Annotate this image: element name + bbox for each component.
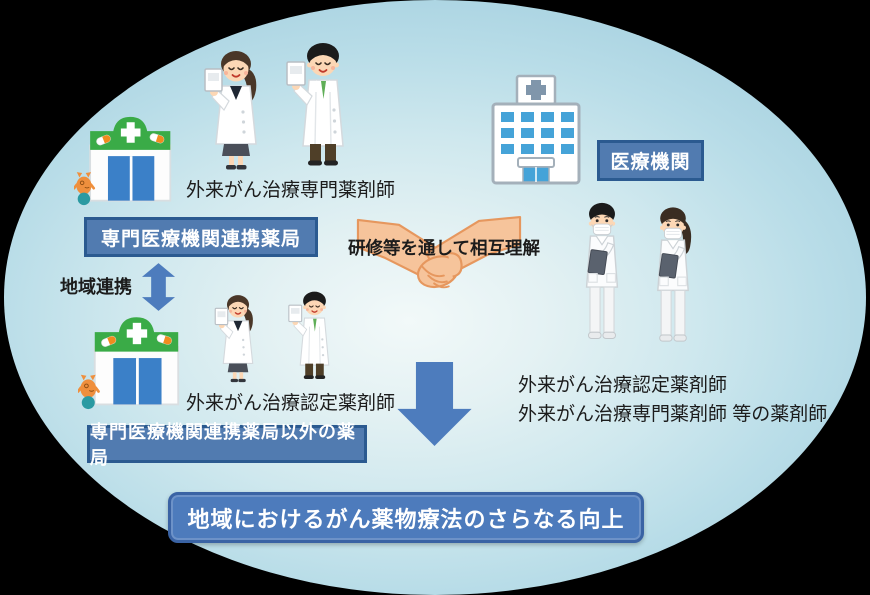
other-pharmacy-building-icon bbox=[78, 308, 182, 410]
handshake-caption: 研修等を通して相互理解 bbox=[348, 238, 540, 258]
regional-link-label: 地域連携 bbox=[60, 277, 132, 297]
hospital-icon bbox=[490, 74, 582, 186]
pharmacist-female-small-icon bbox=[213, 290, 263, 384]
nurse-female-icon bbox=[647, 205, 699, 353]
other-pharmacy-box: 専門医療機関連携薬局以外の薬局 bbox=[87, 422, 367, 468]
bottom-pharmacist-label: 外来がん治療認定薬剤師 bbox=[186, 393, 396, 414]
top-pharmacist-label: 外来がん治療専門薬剤師 bbox=[186, 180, 396, 201]
staff-text-line2: 外来がん治療専門薬剤師 等の薬剤師 bbox=[518, 404, 828, 425]
specialized-pharmacy-box: 専門医療機関連携薬局 bbox=[84, 217, 318, 257]
double-arrow-icon bbox=[142, 262, 175, 312]
medical-institution-box: 医療機関 bbox=[597, 140, 704, 181]
pharmacist-female-icon bbox=[202, 44, 270, 172]
down-arrow-icon bbox=[397, 362, 472, 446]
pharmacy-building-icon bbox=[74, 108, 174, 206]
staff-text-line1: 外来がん治療認定薬剤師 bbox=[518, 375, 728, 396]
goal-banner: 地域におけるがん薬物療法のさらなる向上 bbox=[168, 492, 644, 543]
pharmacist-male-icon bbox=[283, 38, 363, 171]
nurse-male-icon bbox=[577, 199, 627, 352]
pharmacist-male-small-icon bbox=[286, 288, 343, 383]
